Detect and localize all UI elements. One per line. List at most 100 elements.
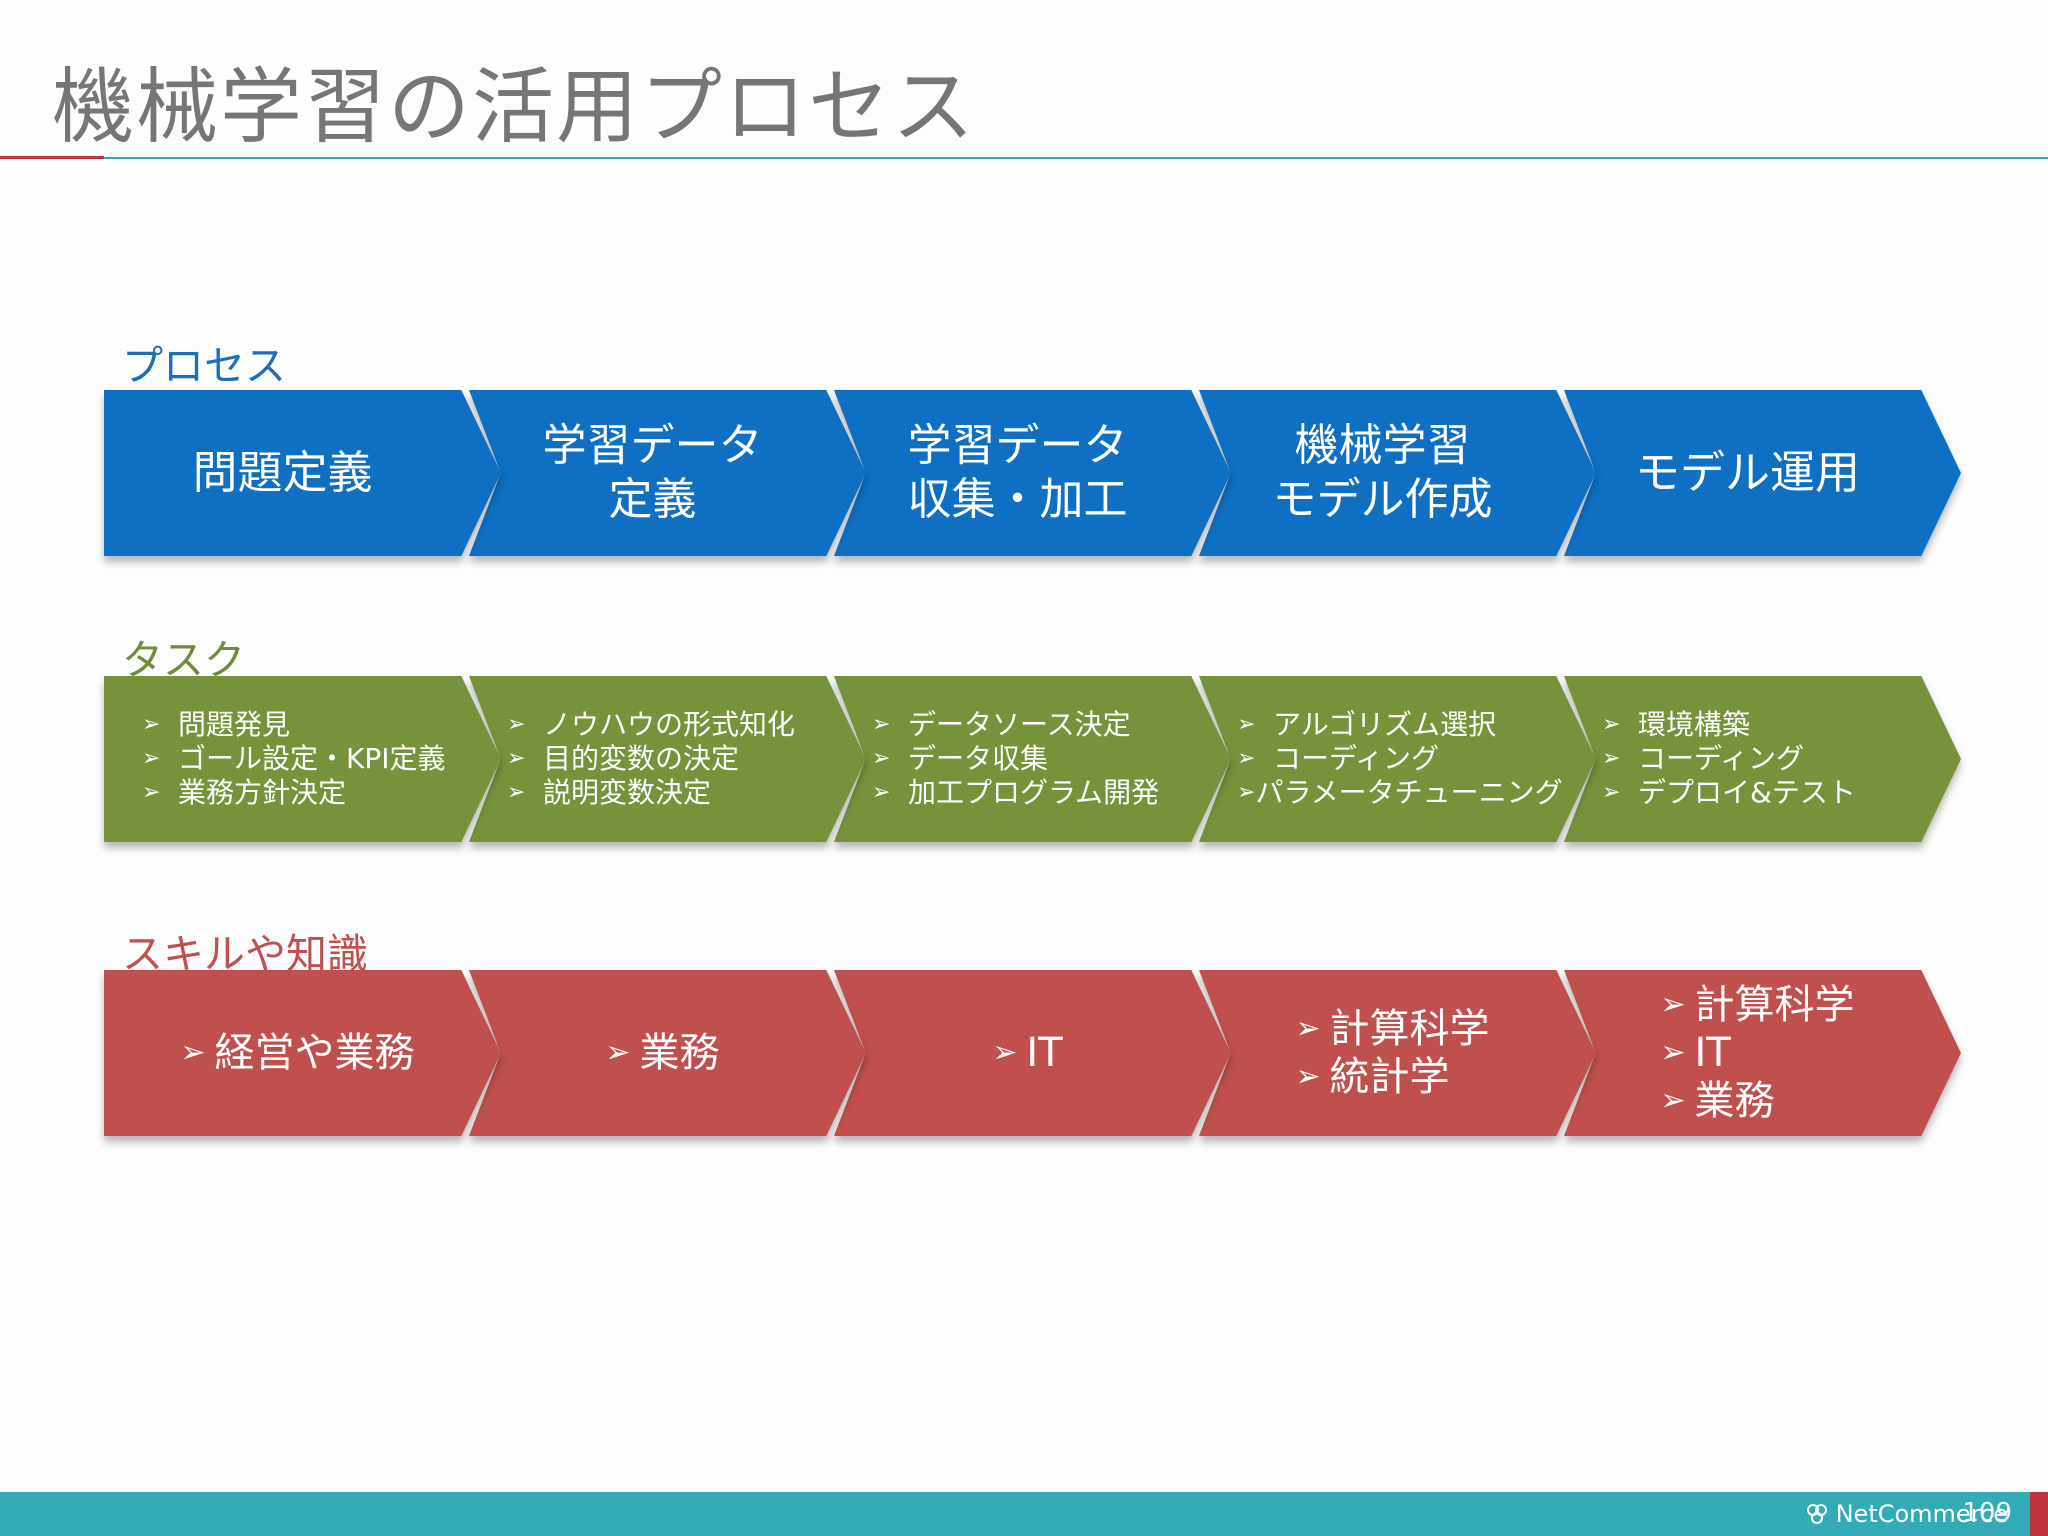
skill-list: ➢業務 bbox=[606, 1029, 720, 1077]
process-step-5: モデル運用 bbox=[1564, 390, 1961, 556]
arrow-bullet-icon: ➢ bbox=[1602, 780, 1621, 805]
chevron-shape bbox=[104, 390, 501, 556]
process-step-line: モデル運用 bbox=[1634, 446, 1860, 499]
skill-text: 経営や業務 bbox=[214, 1030, 415, 1076]
arrow-bullet-icon: ➢ bbox=[142, 746, 161, 771]
task-item: ➢ ノウハウの形式知化 bbox=[507, 708, 830, 742]
skill-text: 業務 bbox=[1694, 1078, 1775, 1124]
chevron-shape bbox=[1199, 390, 1596, 556]
arrow-bullet-icon: ➢ bbox=[507, 712, 526, 737]
skill-item: ➢IT bbox=[992, 1029, 1062, 1077]
process-step-line: 問題定義 bbox=[192, 446, 373, 499]
process-step-label: 学習データ定義 bbox=[469, 390, 836, 556]
task-item: ➢ 説明変数決定 bbox=[507, 776, 830, 810]
arrow-bullet-icon: ➢ bbox=[605, 1035, 631, 1070]
skill-text: 計算科学 bbox=[1329, 1006, 1490, 1052]
task-list: ➢環境構築➢コーディング➢デプロイ&テスト bbox=[1602, 676, 1925, 842]
task-text: 問題発見 bbox=[178, 708, 291, 741]
skill-step-4: ➢計算科学➢統計学 bbox=[1199, 970, 1596, 1136]
skill-block: ➢計算科学➢統計学 bbox=[1229, 970, 1556, 1136]
process-step-line: 学習データ bbox=[907, 420, 1128, 471]
task-step-5: ➢環境構築➢コーディング➢デプロイ&テスト bbox=[1564, 676, 1961, 842]
task-item: ➢ データ収集 bbox=[872, 742, 1195, 776]
process-step-label: 学習データ収集・加工 bbox=[834, 390, 1201, 556]
arrow-bullet-icon: ➢ bbox=[1660, 1083, 1686, 1118]
task-text: データソース決定 bbox=[908, 708, 1131, 741]
task-text: コーディング bbox=[1273, 742, 1440, 775]
process-step-label: 問題定義 bbox=[104, 390, 461, 556]
task-text: 目的変数の決定 bbox=[543, 742, 740, 775]
task-item: ➢パラメータチューニング bbox=[1237, 776, 1563, 810]
process-step-line: モデル作成 bbox=[1272, 474, 1493, 525]
task-text: 加工プログラム開発 bbox=[908, 776, 1160, 809]
skill-item: ➢統計学 bbox=[1296, 1053, 1490, 1101]
task-text: 環境構築 bbox=[1638, 708, 1751, 741]
skill-block: ➢経営や業務 bbox=[134, 970, 461, 1136]
task-item: ➢加工プログラム開発 bbox=[872, 776, 1195, 810]
task-list: ➢問題発見 ➢ ゴール設定・KPI定義 ➢ 業務方針決定 bbox=[142, 676, 465, 842]
skill-block: ➢IT bbox=[864, 970, 1191, 1136]
skill-step-5: ➢ 計算科学➢IT➢業務 bbox=[1564, 970, 1961, 1136]
company-logo: NetCommerce bbox=[1804, 1500, 2008, 1528]
skill-item: ➢IT bbox=[1661, 1029, 1855, 1077]
chevron-shape bbox=[1564, 970, 1961, 1136]
skill-item: ➢業務 bbox=[1661, 1077, 1855, 1125]
process-step-2: 学習データ定義 bbox=[469, 390, 866, 556]
chevron-shape bbox=[469, 970, 866, 1136]
process-step-line: 収集・加工 bbox=[907, 474, 1128, 525]
task-text: 説明変数決定 bbox=[543, 776, 712, 809]
skill-text: IT bbox=[1026, 1030, 1063, 1076]
task-item: ➢問題発見 bbox=[142, 708, 465, 742]
task-text: データ収集 bbox=[908, 742, 1049, 775]
task-list: ➢ アルゴリズム選択 ➢ コーディング➢パラメータチューニング bbox=[1237, 676, 1563, 842]
skill-row: ➢経営や業務➢業務➢IT➢計算科学➢統計学➢計算科学➢IT➢業務 bbox=[104, 970, 1961, 1140]
task-text: ゴール設定・KPI定義 bbox=[178, 742, 446, 775]
row-label-process: プロセス bbox=[122, 342, 286, 390]
chevron-shape bbox=[834, 390, 1231, 556]
task-step-1: ➢問題発見 ➢ ゴール設定・KPI定義 ➢ 業務方針決定 bbox=[104, 676, 501, 842]
task-item: ➢目的変数の決定 bbox=[507, 742, 830, 776]
arrow-bullet-icon: ➢ bbox=[1295, 1011, 1321, 1046]
task-text: パラメータチューニング bbox=[1255, 776, 1563, 809]
process-step-4: 機械学習モデル作成 bbox=[1199, 390, 1596, 556]
chevron-shape bbox=[1564, 676, 1961, 842]
skill-item: ➢経営や業務 bbox=[181, 1029, 415, 1077]
skill-block: ➢ 計算科学➢IT➢業務 bbox=[1594, 970, 1921, 1136]
arrow-bullet-icon: ➢ bbox=[507, 780, 526, 805]
page-title: 機械学習の活用プロセス bbox=[52, 60, 977, 155]
skill-step-2: ➢業務 bbox=[469, 970, 866, 1136]
arrow-bullet-icon: ➢ bbox=[872, 712, 891, 737]
skill-list: ➢計算科学➢統計学 bbox=[1296, 1005, 1490, 1101]
task-item: ➢ ゴール設定・KPI定義 bbox=[142, 742, 465, 776]
title-rule-accent bbox=[0, 156, 104, 159]
arrow-bullet-icon: ➢ bbox=[180, 1035, 206, 1070]
skill-list: ➢経営や業務 bbox=[181, 1029, 415, 1077]
skill-step-3: ➢IT bbox=[834, 970, 1231, 1136]
task-list: ➢ ノウハウの形式知化➢目的変数の決定 ➢ 説明変数決定 bbox=[507, 676, 830, 842]
task-text: アルゴリズム選択 bbox=[1273, 708, 1497, 741]
arrow-bullet-icon: ➢ bbox=[872, 746, 891, 771]
chevron-shape bbox=[104, 676, 501, 842]
task-step-4: ➢ アルゴリズム選択 ➢ コーディング➢パラメータチューニング bbox=[1199, 676, 1596, 842]
chevron-shape bbox=[834, 970, 1231, 1136]
process-step-line: 機械学習 bbox=[1294, 420, 1471, 471]
arrow-bullet-icon: ➢ bbox=[142, 780, 161, 805]
task-text: ノウハウの形式知化 bbox=[543, 708, 796, 741]
task-text: 業務方針決定 bbox=[178, 776, 347, 809]
task-item: ➢ 環境構築 bbox=[1602, 708, 1925, 742]
arrow-bullet-icon: ➢ bbox=[1237, 746, 1256, 771]
arrow-bullet-icon: ➢ bbox=[1602, 712, 1621, 737]
footer-accent bbox=[2030, 1492, 2048, 1536]
skill-text: 統計学 bbox=[1329, 1054, 1450, 1100]
logo-icon bbox=[1806, 1504, 1827, 1524]
chevron-shape bbox=[1199, 676, 1596, 842]
process-step-3: 学習データ収集・加工 bbox=[834, 390, 1231, 556]
process-row: 問題定義学習データ定義学習データ収集・加工機械学習モデル作成モデル運用 bbox=[104, 390, 1961, 560]
task-text: コーディング bbox=[1638, 742, 1805, 775]
task-step-2: ➢ ノウハウの形式知化➢目的変数の決定 ➢ 説明変数決定 bbox=[469, 676, 866, 842]
skill-text: 計算科学 bbox=[1694, 982, 1855, 1028]
arrow-bullet-icon: ➢ bbox=[1237, 712, 1256, 737]
task-text: デプロイ&テスト bbox=[1638, 776, 1856, 809]
skill-list: ➢ 計算科学➢IT➢業務 bbox=[1661, 981, 1855, 1125]
process-step-label: モデル運用 bbox=[1564, 390, 1931, 556]
